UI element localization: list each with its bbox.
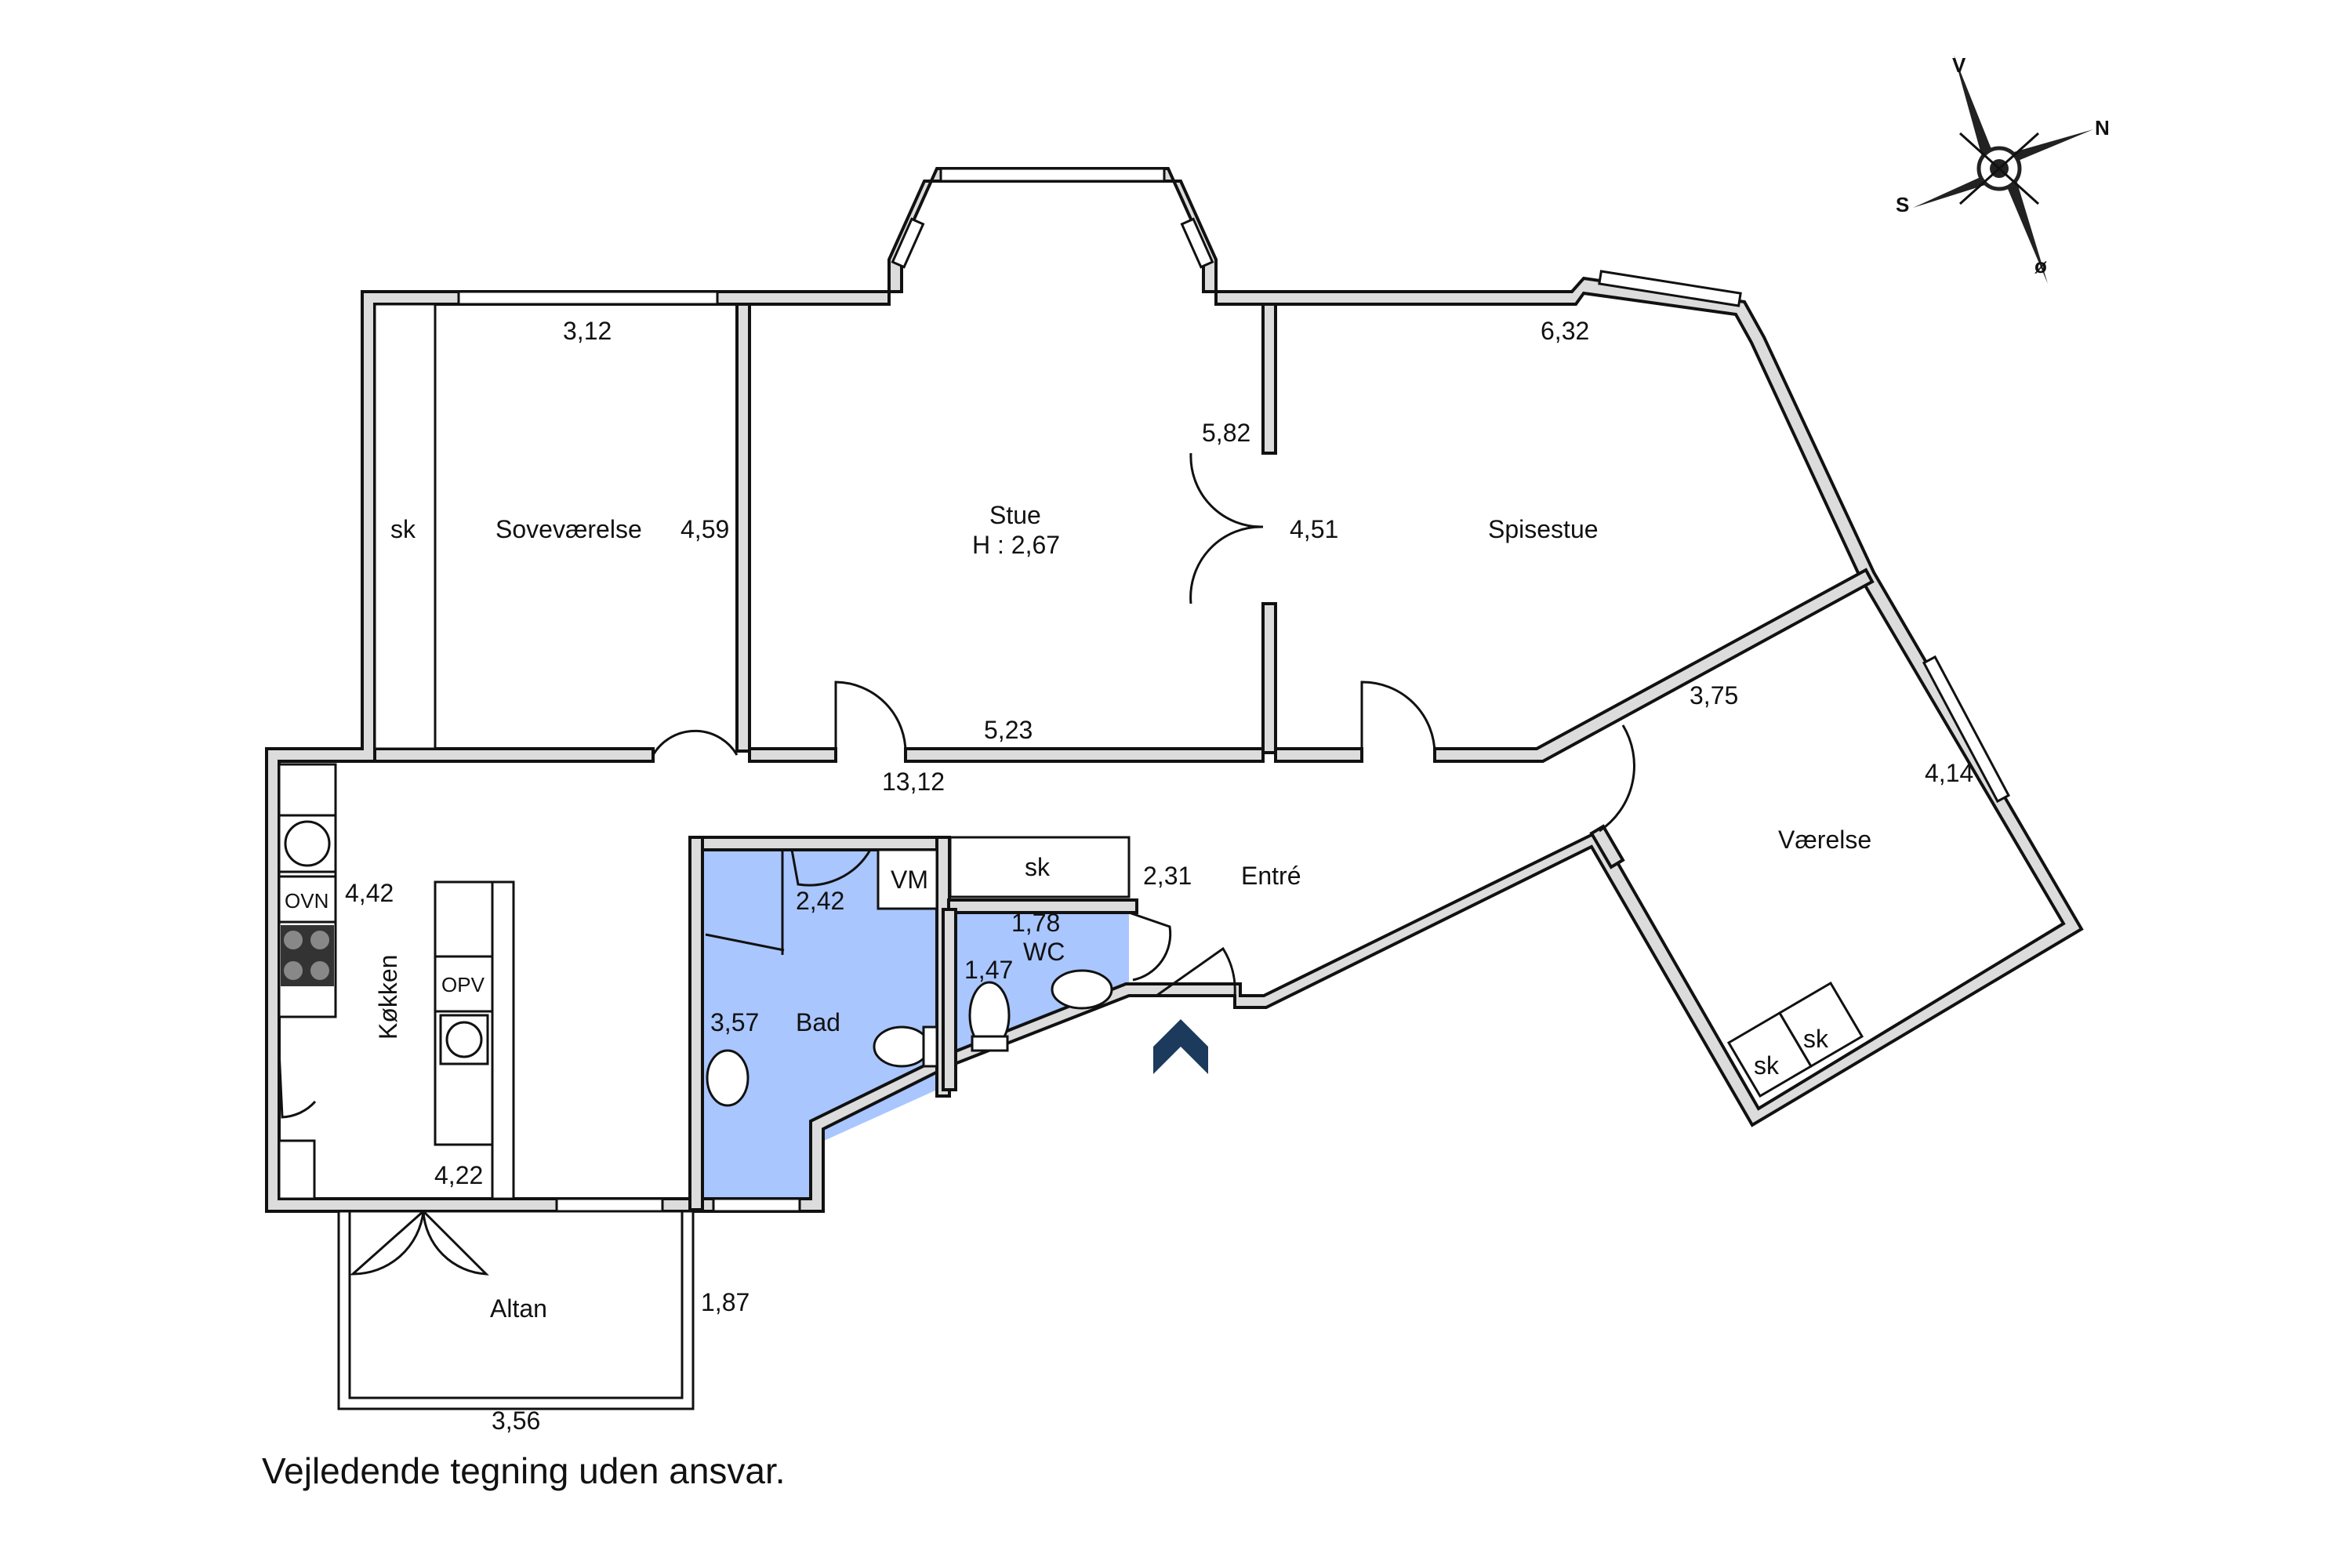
room-living-height: H : 2,67 [972,531,1060,559]
bath-toilet [873,1025,931,1068]
room-bedroom: Soveværelse [495,515,642,543]
kitchen-fridge [278,1139,316,1200]
dim-dining-width: 6,32 [1541,317,1589,345]
door-entrance[interactable] [1156,946,1236,997]
door-living[interactable] [834,681,907,756]
compass-west: V [1952,53,1966,77]
compass-north: N [2095,116,2110,140]
room-kitchen: Køkken [374,955,402,1040]
room-balcony: Altan [490,1294,547,1323]
wall-bath-top [688,836,950,851]
wall-hall-living-2 [904,747,1265,763]
label-wardrobe-bedroom: sk [390,515,416,543]
door-room[interactable] [1599,724,1635,833]
dim-room-width: 3,75 [1690,681,1738,710]
hob-ring-2 [310,931,329,949]
dim-balcony-depth: 1,87 [701,1288,750,1316]
entrance-arrow-icon [1153,1019,1208,1074]
label-wardrobe-room-2: sk [1803,1025,1829,1053]
dim-room-depth: 4,14 [1925,759,1973,787]
dim-bedroom-depth: 4,59 [681,515,729,543]
dim-wc-width: 1,78 [1011,909,1060,937]
dim-wc-depth: 1,47 [964,956,1013,984]
dim-bedroom-width: 3,12 [563,317,612,345]
wall-hall-living [748,747,837,763]
door-balcony-left[interactable] [350,1210,425,1276]
window-dining [1598,270,1742,307]
door-wc[interactable] [1128,911,1172,982]
wall-living-dining-low [1261,602,1277,754]
dim-bath-width: 2,42 [796,887,844,915]
wall-wc-top [947,898,1138,914]
compass-south: S [1896,193,1909,216]
shower-curtain [705,850,785,955]
wall-living-dining [1261,303,1277,455]
washing-machine-box [877,848,938,910]
kitchen-oven [278,875,337,924]
dim-balcony-width: 3,56 [492,1406,540,1435]
window-bedroom [457,290,719,306]
hob-ring-3 [284,961,303,980]
kitchen-island-edge [491,880,515,1200]
compass-east: ø [2034,254,2047,278]
door-balcony-right[interactable] [422,1210,489,1276]
hob-ring-1 [284,931,303,949]
bath-toilet-tank [922,1025,938,1068]
compass-icon [1913,55,2093,284]
wall-bed-living [735,303,751,753]
dim-living-top: 5,82 [1202,419,1250,447]
dim-living-bottom: 5,23 [984,716,1033,744]
door-kitchen-balcony[interactable] [278,1050,317,1119]
room-dining: Spisestue [1488,515,1599,543]
window-bay-left [891,217,925,269]
sink-icon [445,1021,483,1058]
bedroom-wardrobe [373,303,437,750]
door-living-dining-bottom[interactable] [1189,525,1264,604]
bath-basin [706,1049,750,1107]
dim-kitchen-depth: 4,42 [345,879,394,907]
caption: Vejledende tegning uden ansvar. [262,1450,786,1491]
balcony-inner [348,1210,684,1399]
label-dishwasher: OPV [441,973,485,996]
fan-icon [284,820,331,867]
label-wardrobe-room-1: sk [1754,1051,1780,1080]
window-bath [712,1197,801,1213]
window-kitchen [555,1197,664,1213]
dishwasher-box [434,955,494,1013]
label-washing-machine: VM [891,866,928,894]
room-wc: WC [1023,938,1065,966]
room-bath: Bad [796,1008,840,1036]
entrance-wardrobe [949,836,1131,898]
window-bay-right [1180,217,1214,269]
bath-floor [702,849,937,1203]
wc-basin [1051,969,1113,1010]
hob-ring-4 [310,961,329,980]
wall-wc-left [942,908,957,1091]
dim-entrance-width: 2,31 [1143,862,1192,890]
room-room: Værelse [1778,826,1871,854]
wall-hall-dining [1274,747,1363,763]
window-bay-center [939,167,1166,183]
dim-bath-depth: 3,57 [710,1008,759,1036]
dim-kitchen-width: 4,22 [434,1161,483,1189]
door-bedroom[interactable] [652,729,739,756]
room-living: Stue [989,501,1041,529]
wall-room-hall [1589,824,1625,869]
door-living-dining-top[interactable] [1189,452,1264,528]
window-room [1922,655,2011,804]
dim-hall-length: 13,12 [882,768,945,796]
wall-kitchen-bath [688,836,704,1211]
label-oven: OVN [285,889,328,913]
room-entrance: Entré [1241,862,1301,890]
wall-hall-dining-2 [1433,568,1875,763]
label-wardrobe-entrance: sk [1025,853,1051,881]
room-wardrobe-2 [1777,981,1864,1069]
door-dining[interactable] [1360,681,1436,756]
dim-dining-depth: 4,51 [1290,515,1338,543]
door-bath[interactable] [790,849,872,887]
wall-hall-bed [373,747,655,763]
wc-toilet-tank [971,1035,1009,1052]
